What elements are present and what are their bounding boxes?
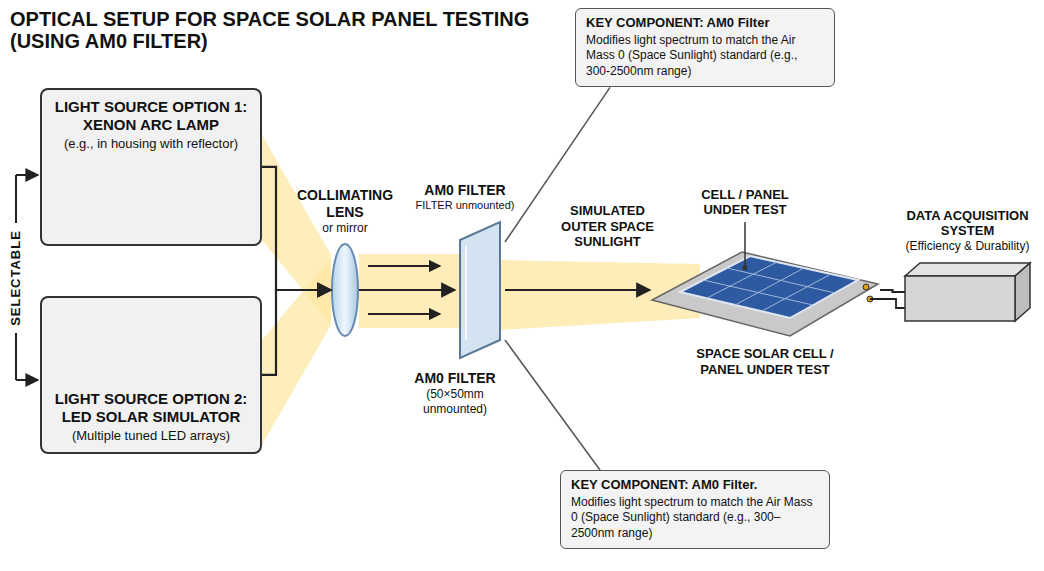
node-heading: CELL / PANEL UNDER TEST [685, 187, 805, 218]
node-text: or mirror [290, 221, 400, 236]
signal-wire [880, 290, 905, 292]
light-path-arrow [505, 289, 650, 291]
selector-label: SELECTABLE [7, 223, 25, 333]
selector-arrow [16, 174, 38, 176]
light-path-arrow [359, 289, 455, 291]
node-heading: DATA ACQUISITION SYSTEM [898, 208, 1038, 239]
node-text: AM0 FILTER [400, 370, 510, 387]
above-label-group: DATA ACQUISITION SYSTEM(Efficiency & Dur… [898, 208, 1038, 254]
light-source-box: LIGHT SOURCE OPTION 2: LED SOLAR SIMULAT… [40, 296, 262, 454]
leader-line [744, 222, 746, 268]
light-source-box: LIGHT SOURCE OPTION 1: XENON ARC LAMP (e.… [40, 88, 262, 246]
node-heading: COLLIMATING LENS [290, 187, 400, 221]
selector-arrow [16, 379, 38, 381]
node-text: (50×50mm unmounted) [400, 387, 510, 417]
node-heading: AM0 FILTER [410, 182, 520, 199]
terminal [863, 284, 869, 290]
below-label-group: AM0 FILTER(50×50mm unmounted) [400, 370, 510, 417]
node-text: (Efficiency & Durability) [898, 239, 1038, 254]
leader-dot [743, 266, 748, 271]
am0-filter-glass [460, 222, 500, 358]
collimating-lens [332, 244, 358, 336]
node-heading: LIGHT SOURCE OPTION 1: XENON ARC LAMP [52, 98, 250, 134]
light-path-arrow [262, 167, 331, 290]
light-path-arrow [262, 290, 331, 375]
above-label-group: AM0 FILTERFILTER unmounted) [410, 182, 520, 212]
above-label-group: COLLIMATING LENSor mirror [290, 187, 400, 236]
daq-box-side [1015, 263, 1030, 321]
beam-label: SIMULATED OUTER SPACE SUNLIGHT [555, 203, 660, 250]
daq-box-front [905, 276, 1015, 321]
glass-highlight [465, 246, 467, 340]
node-heading: LIGHT SOURCE OPTION 2: LED SOLAR SIMULAT… [52, 390, 250, 426]
above-label-group: CELL / PANEL UNDER TEST [685, 187, 805, 218]
beam-arrow [368, 265, 440, 267]
node-text: Modifies light spectrum to match the Air… [571, 495, 819, 542]
node-heading: KEY COMPONENT: AM0 Filter [586, 15, 824, 31]
lens-node: COLLIMATING LENSor mirror [331, 242, 359, 338]
node-text: (Multiple tuned LED arrays) [52, 428, 250, 444]
wire [870, 299, 905, 308]
below-label-group: SPACE SOLAR CELL / PANEL UNDER TEST [675, 346, 855, 377]
beam-arrow [368, 313, 440, 315]
node-heading: KEY COMPONENT: AM0 Filter. [571, 477, 819, 493]
node-text: (e.g., in housing with reflector) [52, 136, 250, 152]
daq-node: DATA ACQUISITION SYSTEM(Efficiency & Dur… [905, 262, 1030, 322]
solar-panel [680, 256, 858, 318]
callout-box: KEY COMPONENT: AM0 Filter. Modifies light… [560, 470, 830, 549]
panel-base-plate [652, 252, 878, 336]
callout-box: KEY COMPONENT: AM0 FilterModifies light … [575, 8, 835, 87]
node-text: SPACE SOLAR CELL / PANEL UNDER TEST [675, 346, 855, 377]
panel-grid [703, 262, 835, 311]
filter-node: AM0 FILTERFILTER unmounted)AM0 FILTER(50… [455, 218, 505, 362]
callout-pointer [505, 340, 600, 470]
node-text: FILTER unmounted) [410, 199, 520, 212]
diagram-title: OPTICAL SETUP FOR SPACE SOLAR PANEL TEST… [10, 8, 565, 53]
light-beam [262, 258, 331, 445]
panel-node: CELL / PANEL UNDER TESTSPACE SOLAR CELL … [650, 240, 880, 340]
node-text: Modifies light spectrum to match the Air… [586, 33, 824, 80]
daq-box-top [905, 263, 1030, 276]
light-beam [359, 254, 462, 328]
